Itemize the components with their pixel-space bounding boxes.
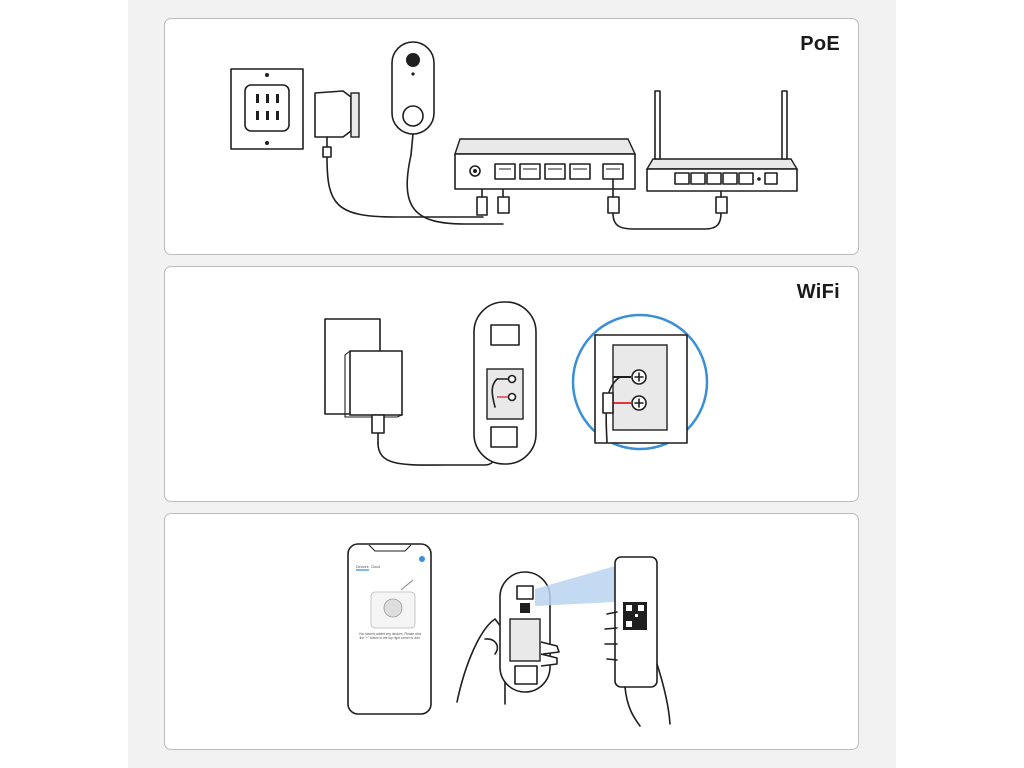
app-setup-panel: Devices Cloud You haven't added any devi… [164,513,859,750]
wifi-label: WiFi [796,281,840,303]
uplink-cable [612,212,722,230]
scan-beam [535,566,615,606]
phone-scanning-icon [604,556,671,727]
phone-tab-cloud: Cloud [371,565,380,569]
poe-label: PoE [800,33,840,55]
poe-wiring-diagram [230,41,799,230]
terminal-closeup-icon [571,313,709,451]
wifi-wiring-diagram [324,301,709,466]
ethernet-plug-1 [497,196,510,214]
ethernet-plug-3 [715,196,728,214]
power-cable [326,156,484,218]
app-setup-diagram: Devices Cloud You haven't added any devi… [347,543,671,727]
router-icon [645,90,799,192]
wifi-panel: WiFi [164,266,859,502]
wall-outlet-icon [230,68,304,150]
doorbell-ethernet-cable [406,154,504,225]
phone-tab-devices: Devices [356,565,369,569]
doorbell-camera-icon [391,41,435,156]
wall-adapter-icon [324,318,403,444]
phone-empty-message: You haven't added any devices. Please cl… [358,632,422,640]
power-plug [476,196,488,216]
ethernet-plug-2 [607,196,620,214]
phone-app-icon [347,543,432,715]
poe-switch-icon [454,138,637,190]
power-adapter-icon [314,90,360,158]
poe-panel: PoE [164,18,859,255]
doorbell-back-view-icon [473,301,537,465]
